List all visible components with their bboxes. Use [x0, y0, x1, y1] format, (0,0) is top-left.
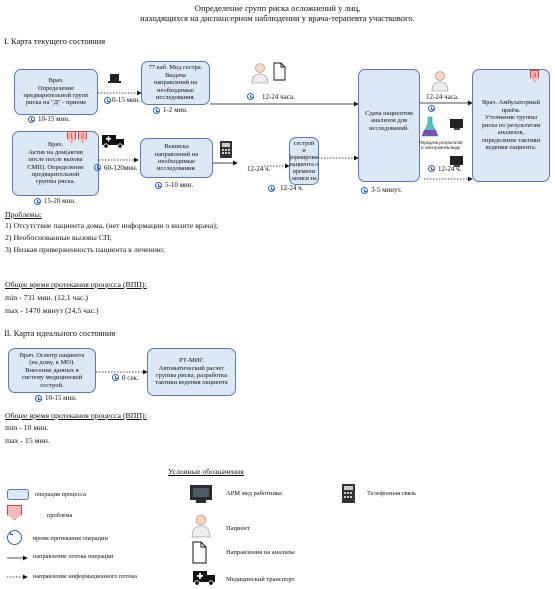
time-issue: 5-10 мин.	[165, 181, 194, 189]
vpp-title-ideal: Общее время протекания процесса (ВПП):	[5, 411, 147, 420]
legend-process-swatch	[7, 489, 29, 500]
process-tests: Сдача пациентом анализов для исследовани…	[358, 69, 420, 182]
problems-title: Проблемы:	[5, 210, 42, 219]
vpp-max-ideal: max - 15 мин.	[5, 436, 50, 445]
process-final-reception: Врач. Амбулаторный приём. Уточнение груп…	[472, 69, 550, 182]
time-active: 15-20 мин.	[44, 197, 76, 205]
time-12-24-c: 12-24 часа.	[426, 93, 459, 101]
process-rt-mis: РТ-МИС Автоматический расчет группы риск…	[147, 348, 236, 396]
clock-icon	[155, 182, 162, 189]
page-title-line2: находящихся на диспансерном наблюдении у…	[140, 13, 415, 23]
problem-marker-3: 3	[530, 70, 539, 82]
legend-flow-op-label: направление потока операции	[33, 553, 114, 560]
legend-patient-label: Пациент	[226, 525, 250, 532]
clock-icon	[428, 165, 435, 172]
legend-title: Условные обозначения	[168, 467, 244, 476]
legend-process-label: операция процесса	[35, 491, 86, 498]
legend-flow-info-label: направление информационного потока	[33, 573, 138, 580]
legend-transport-label: Медицинский транспорт	[226, 576, 295, 583]
clock-icon	[34, 198, 41, 205]
legend-referral-label: Направления на анализы	[226, 549, 295, 556]
clock-icon	[104, 97, 111, 104]
time-ideal-0: 0 сек.	[122, 374, 139, 382]
vpp-min-current: min - 731 мин. (12,1 час.)	[5, 293, 89, 302]
page-title-line1: Определение групп риска осложнений у лиц…	[194, 3, 361, 13]
clock-icon	[428, 105, 435, 112]
time-12-24-b: 12-24 ч.	[247, 165, 271, 173]
clock-icon	[153, 107, 160, 114]
clock-icon	[94, 164, 101, 171]
clock-icon	[35, 395, 42, 402]
problem-item: 3) Низкая приверженность пациента к лече…	[5, 245, 165, 254]
process-issue-referrals: Выписка направлений на необходимые иссле…	[140, 138, 213, 178]
process-home-active: Врач. Актив на дом(актив после после выз…	[12, 131, 99, 196]
time-tests: 3-5 минут.	[371, 186, 402, 194]
clock-icon	[268, 185, 275, 192]
section-current-title: I. Карта текущего состояния	[4, 37, 106, 46]
time-call: 12-24 ч.	[280, 184, 304, 192]
problem-item: 2) Необоснованные вызовы СП;	[5, 233, 112, 242]
legend-phone-label: Телефонная связь	[367, 490, 417, 497]
legend-problem-label: проблема	[47, 512, 73, 519]
time-nurse: 1-2 мин.	[163, 106, 188, 114]
time-ideal-doctor: 10-15 мин.	[45, 394, 77, 402]
clock-icon	[247, 93, 254, 100]
process-ideal-doctor: Врач. Осмотр пациента (на дому, в МО). В…	[8, 348, 96, 393]
legend-problem-swatch	[7, 505, 22, 520]
vpp-title-current: Общее время протекания процесса (ВПП):	[5, 280, 147, 289]
clock-icon	[112, 374, 119, 381]
vpp-min-ideal: min - 10 мин.	[5, 423, 49, 432]
lab-caption: Передача результатов в электронном виде	[419, 140, 463, 150]
problem-item: 1) Отсутствие пациента дома, (нет информ…	[5, 221, 219, 230]
legend-time-label: время протекания операции	[33, 535, 108, 542]
vpp-max-current: max - 1470 минут (24,5 час.)	[5, 306, 99, 315]
clock-icon	[361, 187, 368, 194]
clock-icon	[28, 116, 35, 123]
section-ideal-title: II. Карта идеального состояния	[4, 329, 116, 338]
problem-marker-2: 2	[78, 131, 87, 143]
time-60-120: 60-120мин.	[104, 164, 138, 172]
process-nurse-call: Обзвон мед сестрой и информирование паци…	[289, 137, 319, 185]
time-12-24-d: 12-24 ч.	[438, 165, 462, 173]
time-doctor: 10-15 мин.	[38, 115, 70, 123]
problem-marker-1: 1	[67, 131, 76, 143]
time-12-24-a: 12-24 часа.	[262, 93, 295, 101]
process-nurse-referrals: 77.каб. Мед.сестра. Выдача направлений н…	[141, 61, 210, 105]
time-0-15: 0-15 мин.	[112, 96, 141, 104]
legend-arm-label: АРМ мед работника	[226, 490, 282, 497]
process-doctor-d-reception: Врач. Определение предварительной групп …	[14, 69, 98, 115]
legend-clock-icon	[7, 530, 22, 545]
